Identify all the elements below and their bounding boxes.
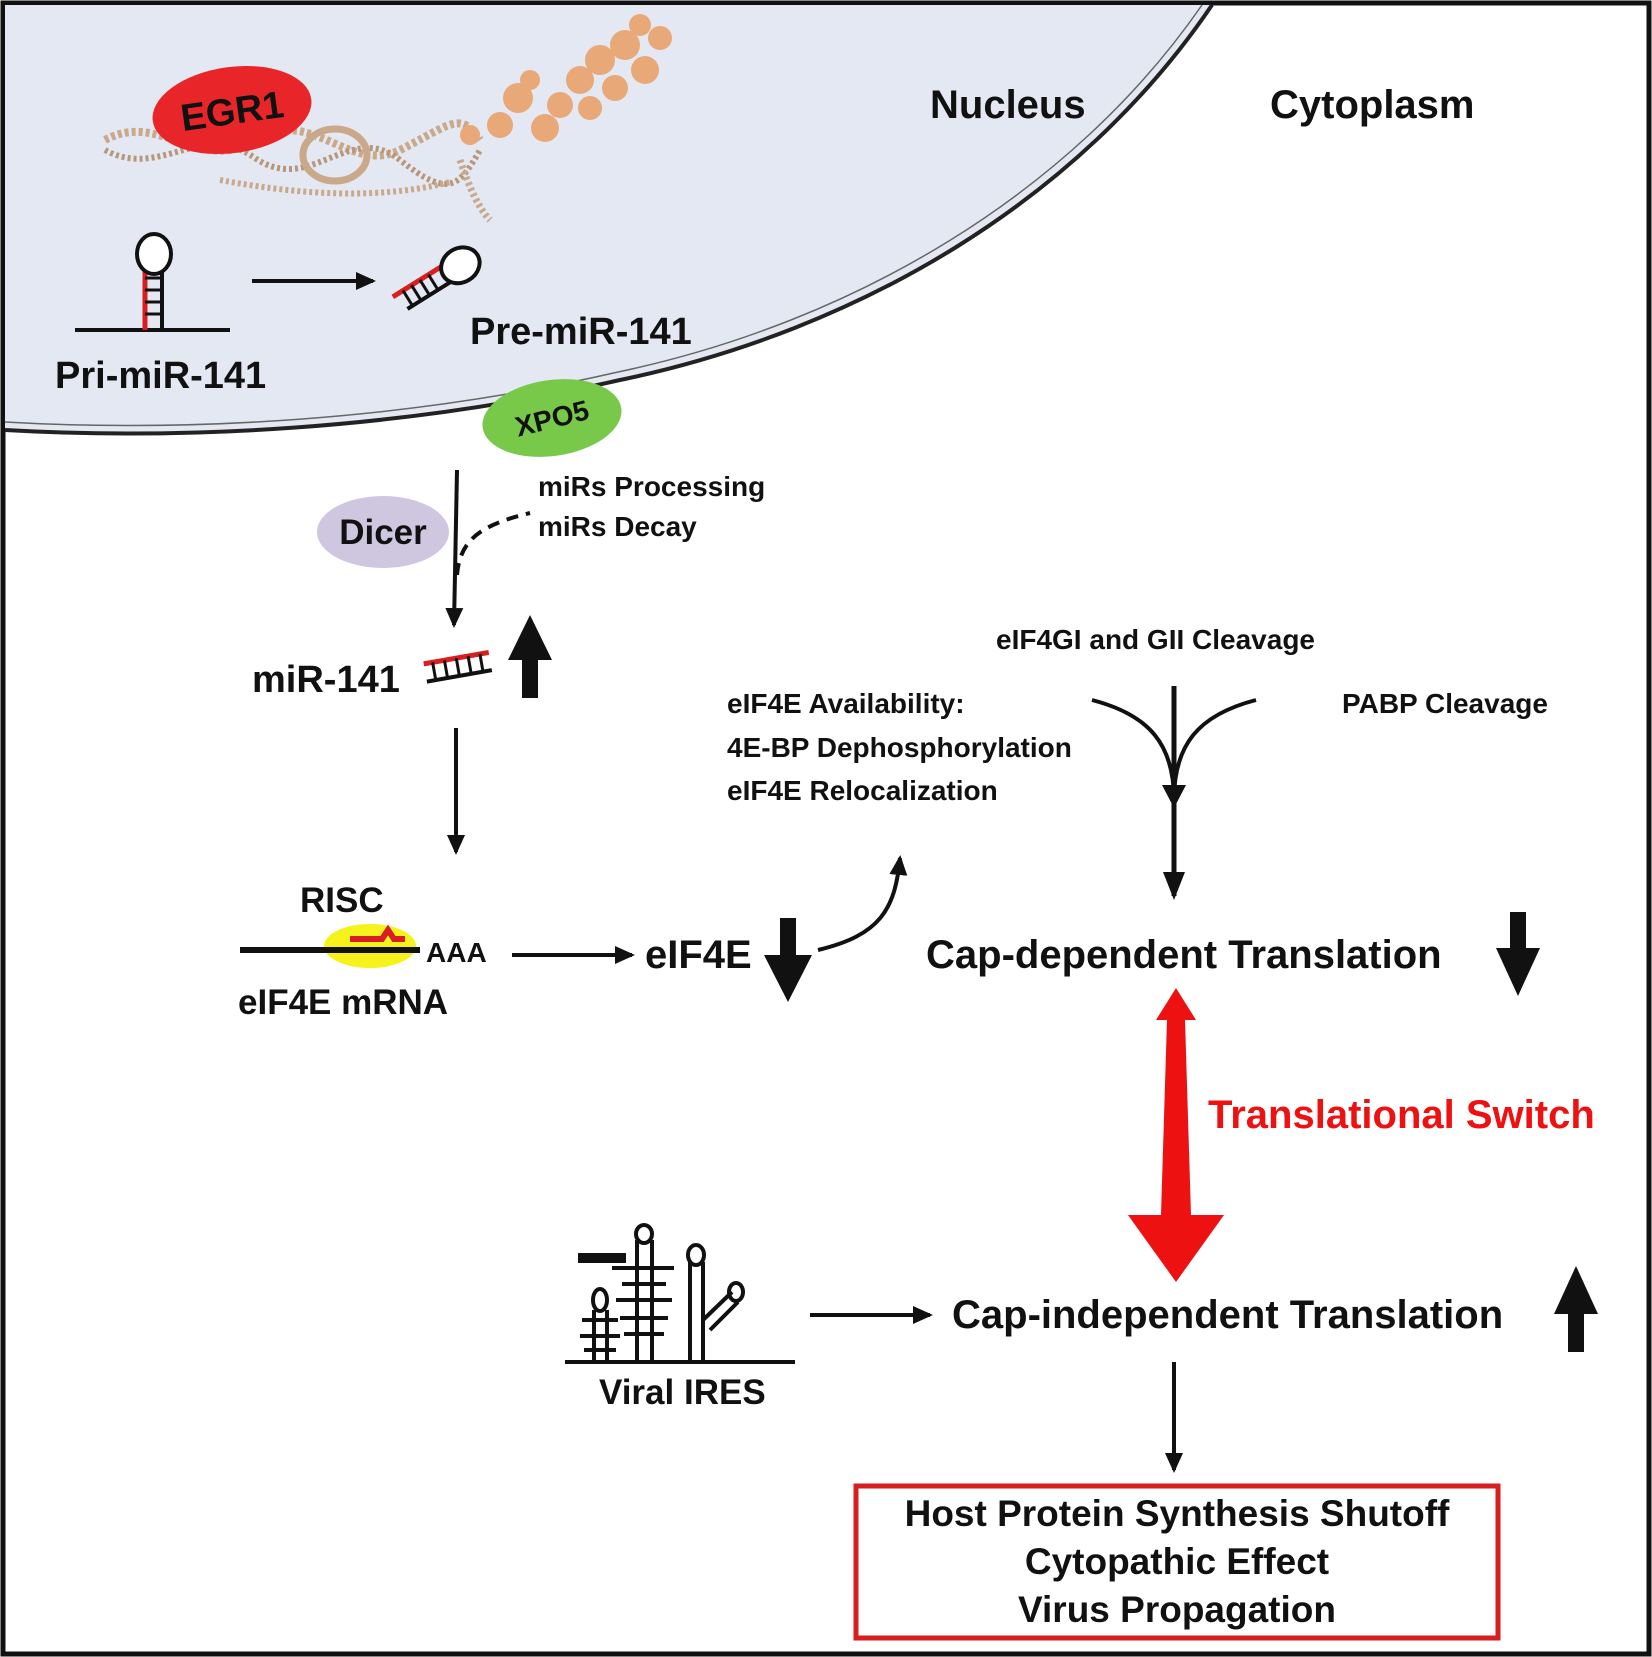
cytoplasm-label: Cytoplasm [1270, 83, 1475, 127]
dna-helix-icon [103, 14, 672, 223]
eif4e-availability-arrow [817, 855, 908, 952]
outcome-virus-propagation: Virus Propagation [1018, 1589, 1336, 1630]
cap-dependent-down-arrow-icon [1496, 912, 1540, 996]
pri-mir-141-label: Pri-miR-141 [55, 355, 266, 397]
eif4e-availability-header: eIF4E Availability: [727, 688, 965, 719]
cap-independent-up-arrow-icon [1554, 1266, 1598, 1352]
pre-mir-hairpin-icon [391, 245, 482, 311]
outcome-box [853, 1483, 1501, 1641]
translational-switch-double-headed-arrow-icon [1128, 988, 1224, 1282]
risc-highlight [324, 924, 416, 968]
dicer-label: Dicer [339, 513, 427, 552]
mir-141-label: miR-141 [252, 659, 400, 701]
eif4g-cleavage-label: eIF4GI and GII Cleavage [996, 624, 1315, 655]
dicer-protein [317, 496, 449, 568]
viral-ires-label: Viral IRES [599, 1373, 766, 1412]
mirna-binding-icon [350, 924, 405, 942]
mirs-processing-label: miRs Processing [538, 471, 765, 502]
xpo5-protein [482, 379, 622, 457]
cleavage-mid-arrowhead-icon [1162, 785, 1186, 808]
mirs-decay-label: miRs Decay [538, 511, 697, 542]
nucleus-label: Nucleus [930, 83, 1086, 127]
dephosphorylation-label: 4E-BP Dephosphorylation [727, 732, 1072, 763]
relocalization-label: eIF4E Relocalization [727, 775, 998, 806]
outcome-cytopathic-effect: Cytopathic Effect [1025, 1541, 1329, 1582]
pri-mir-hairpin-icon [75, 232, 230, 332]
egr1-protein [152, 65, 312, 155]
poly-a-label: AAA [426, 937, 487, 968]
risc-label: RISC [300, 881, 384, 920]
eif4e-down-arrow-icon [764, 918, 812, 1002]
outcome-host-shutoff: Host Protein Synthesis Shutoff [905, 1493, 1450, 1534]
cap-independent-translation-label: Cap-independent Translation [952, 1293, 1503, 1337]
nuclear-envelope [4, 3, 1214, 436]
decay-dashed-line [455, 511, 531, 576]
eif4e-mrna-label: eIF4E mRNA [238, 983, 448, 1022]
cap-dependent-translation-label: Cap-dependent Translation [926, 933, 1442, 977]
ires-bar-icon [578, 1253, 626, 1263]
nuclear-envelope-inner [4, 4, 1203, 427]
pabp-cleavage-label: PABP Cleavage [1342, 688, 1548, 719]
translational-switch-label: Translational Switch [1208, 1093, 1595, 1137]
pre-mir-141-label: Pre-miR-141 [470, 311, 692, 353]
eif4e-label: eIF4E [645, 933, 752, 977]
mature-mir-duplex-icon [423, 649, 493, 684]
mir-141-up-arrow-icon [508, 615, 552, 698]
export-arrow [445, 469, 464, 628]
